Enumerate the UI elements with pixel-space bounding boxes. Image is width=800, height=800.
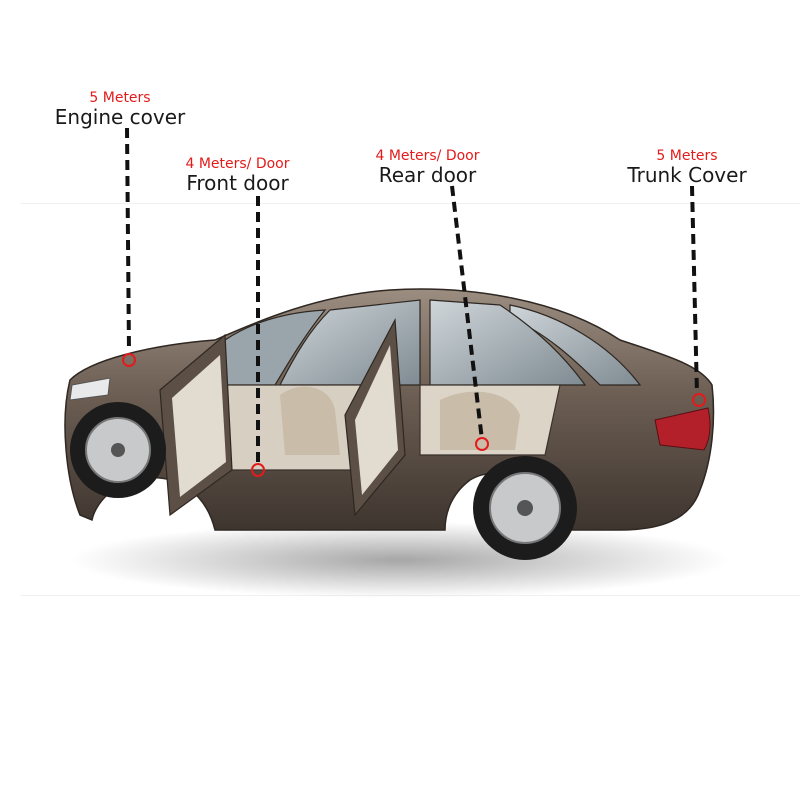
trunk-cover-label: Trunk Cover	[627, 163, 747, 187]
rear-window	[509, 304, 642, 386]
rear-door-callout: 4 Meters/ Door Rear door	[350, 148, 505, 186]
windshield	[224, 309, 327, 386]
front-door-inner	[172, 355, 226, 497]
front-seat	[280, 386, 340, 455]
rear-seat	[440, 391, 520, 450]
rear-door-marker	[475, 437, 489, 451]
trunk-cover-marker	[692, 393, 706, 407]
rear-door-label: Rear door	[378, 163, 477, 187]
rear-wheel	[473, 456, 577, 560]
engine-cover-marker	[122, 353, 136, 367]
engine-cover-leader	[125, 127, 131, 353]
engine-cover-label: Engine cover	[54, 105, 186, 129]
car-shadow	[70, 522, 730, 598]
rear-door-inner	[355, 345, 398, 495]
front-door-callout: 4 Meters/ Door Front door	[160, 156, 315, 194]
front-door-quantity: 4 Meters/ Door	[185, 156, 290, 172]
front-door-label: Front door	[186, 171, 289, 195]
rear-door-leader	[450, 185, 484, 441]
trunk-cover-leader	[690, 185, 699, 396]
trunk-cover-quantity: 5 Meters	[656, 148, 718, 164]
engine-cover-callout: 5 Meters Engine cover	[40, 90, 200, 128]
top-divider	[20, 203, 800, 204]
trunk-cover-callout: 5 Meters Trunk Cover	[612, 148, 762, 186]
engine-cover-quantity: 5 Meters	[89, 90, 151, 106]
rear-door-quantity: 4 Meters/ Door	[375, 148, 480, 164]
front-wheel	[70, 402, 166, 498]
front-door-marker	[251, 463, 265, 477]
taillight	[654, 407, 711, 451]
headlight	[69, 377, 111, 401]
